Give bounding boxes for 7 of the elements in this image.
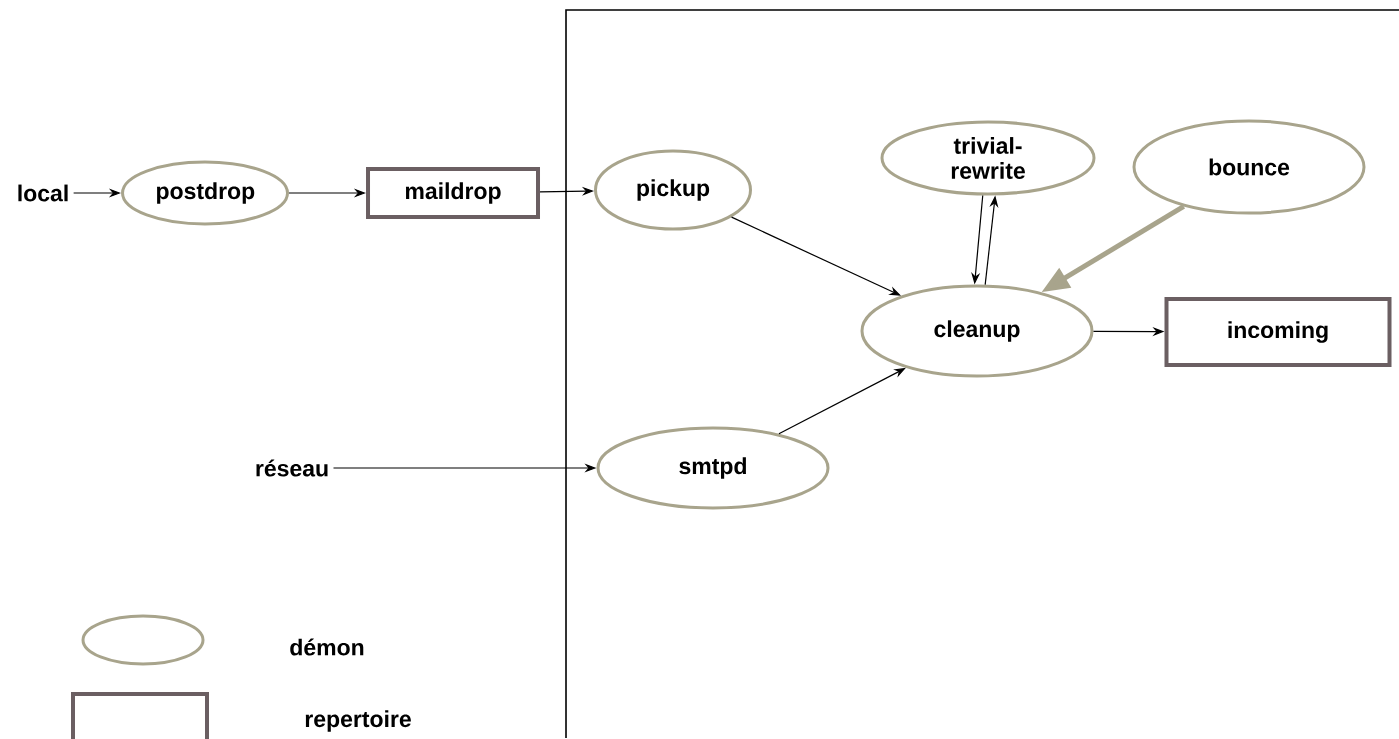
arrow [731,216,901,296]
directory-box: maildrop [366,167,540,219]
legend-entry: repertoire [71,692,411,739]
source-label: réseau [256,459,328,477]
directory-box: incoming [1164,297,1392,367]
legend-entry: démon [81,614,364,666]
source-label: local [18,184,68,202]
